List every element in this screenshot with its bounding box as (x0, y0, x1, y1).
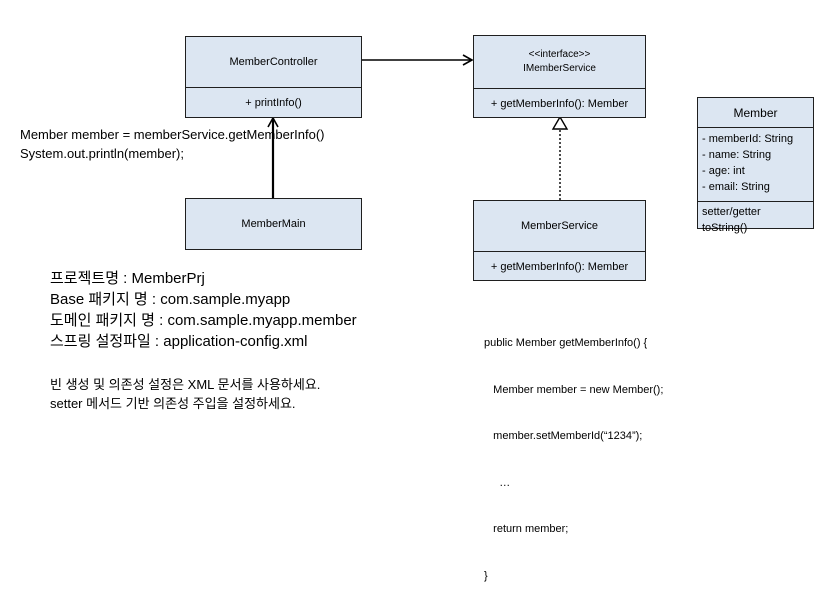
project-info-line: 프로젝트명 : MemberPrj (50, 270, 205, 287)
code-line: Member member = memberService.getMemberI… (20, 127, 325, 142)
member-service-class[interactable]: MemberService + getMemberInfo(): Member (473, 200, 646, 281)
member-service-name: MemberService (520, 220, 599, 232)
project-info: 프로젝트명 : MemberPrj Base 패키지 명 : com.sampl… (50, 268, 357, 352)
project-info-line: Base 패키지 명 : com.sample.myapp (50, 291, 291, 308)
project-info-line: 스프링 설정파일 : application-config.xml (50, 333, 308, 350)
member-class[interactable]: Member - memberId: String - name: String… (697, 97, 814, 234)
member-field: - name: String (702, 149, 772, 161)
code-line: } (484, 569, 488, 582)
service-code-note: public Member getMemberInfo() { Member m… (484, 305, 663, 600)
instruction-line: 빈 생성 및 의존성 설정은 XML 문서를 사용하세요. (50, 377, 321, 392)
instruction-line: setter 메서드 기반 의존성 주입을 설정하세요. (50, 396, 296, 411)
member-field: - memberId: String (702, 133, 794, 145)
connector-layer (267, 54, 569, 200)
interface-stereotype: <<interface>> (528, 49, 591, 60)
member-methods: setter/getter toString() (698, 201, 813, 240)
code-line: … (484, 476, 511, 489)
member-method: setter/getter (702, 206, 761, 218)
member-controller-class[interactable]: MemberController + printInfo() (185, 36, 362, 118)
code-line: return member; (484, 523, 569, 535)
imember-service-name: IMemberService (523, 63, 596, 74)
member-class-name: Member (733, 105, 778, 120)
member-controller-name: MemberController (229, 56, 318, 68)
realization-triangle (551, 115, 569, 130)
member-field: - email: String (702, 181, 770, 193)
member-method: toString() (702, 222, 748, 234)
member-main-name: MemberMain (241, 218, 306, 230)
code-line: member.setMemberId(“1234”); (484, 430, 643, 442)
imember-service-header: <<interface>> IMemberService (474, 36, 645, 88)
member-controller-method: + printInfo() (186, 87, 361, 117)
imember-service-interface[interactable]: <<interface>> IMemberService + getMember… (473, 35, 646, 118)
project-info-line: 도메인 패키지 명 : com.sample.myapp.member (50, 312, 357, 329)
member-main-class[interactable]: MemberMain (185, 198, 362, 250)
code-line: public Member getMemberInfo() { (484, 337, 648, 349)
imember-service-method: + getMemberInfo(): Member (474, 88, 645, 118)
instructions: 빈 생성 및 의존성 설정은 XML 문서를 사용하세요. setter 메서드… (50, 375, 320, 413)
code-line: Member member = new Member(); (484, 383, 664, 396)
code-line: System.out.println(member); (20, 146, 184, 161)
member-fields: - memberId: String - name: String - age:… (698, 127, 813, 201)
member-field: - age: int (702, 165, 745, 177)
controller-code-note: Member member = memberService.getMemberI… (20, 125, 325, 163)
member-service-method: + getMemberInfo(): Member (474, 251, 645, 281)
